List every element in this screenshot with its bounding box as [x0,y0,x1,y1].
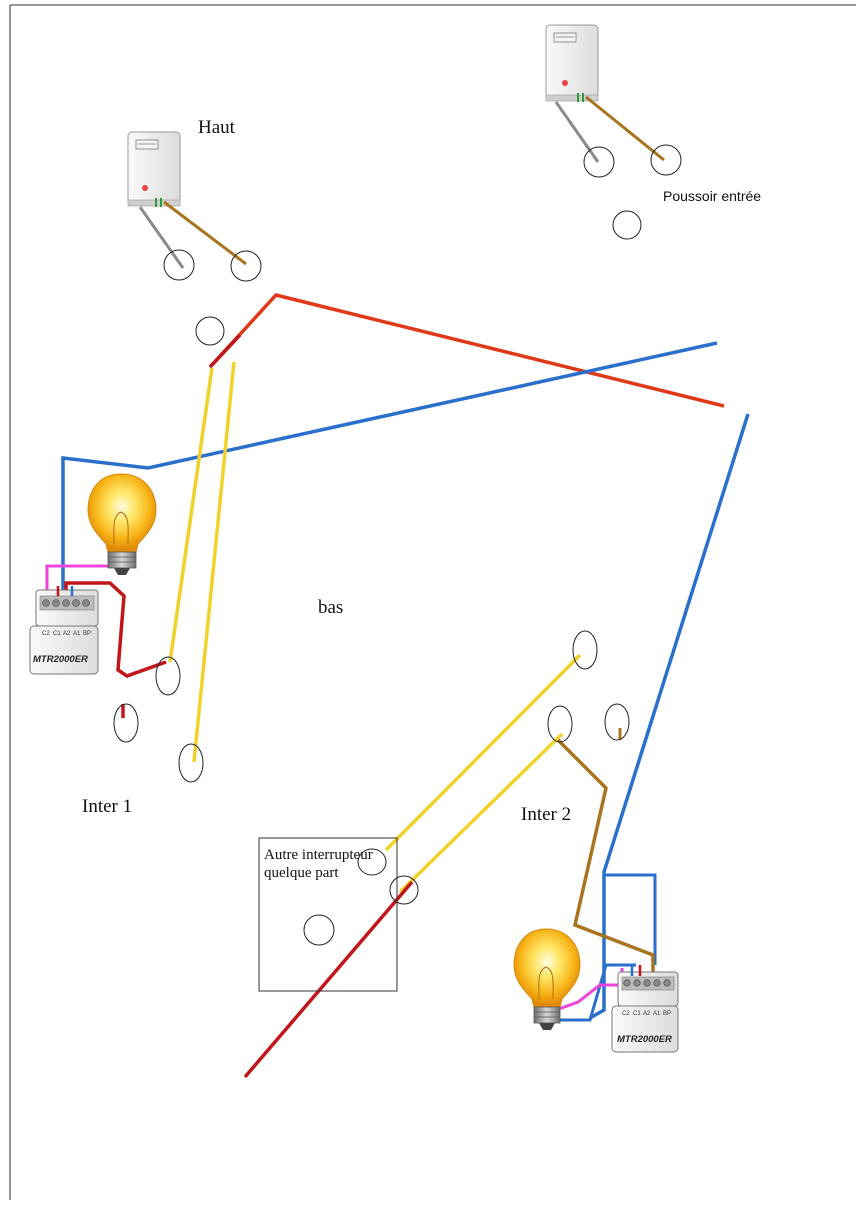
terminal-label: A2 [63,631,71,637]
junction-circle-icon [303,914,335,946]
micro-module-icon: C2 C1 A2 A1 BP MTR2000ER [29,589,99,675]
light-bulb-icon [87,473,157,575]
junction-circle-icon [163,249,195,281]
terminal-label: C1 [53,631,61,637]
junction-circle-icon [178,743,204,783]
wire-yellow-right-1 [384,653,582,852]
label-bas: bas [318,597,344,618]
label-inter-2: Inter 2 [521,804,572,825]
wire-yellow-left-2 [192,361,236,763]
terminal-label: C2 [42,631,50,637]
wire-red-bottom [243,880,414,1079]
wire-grey-haut [138,206,185,269]
light-bulb-icon [513,928,581,1030]
remote-transmitter-icon [545,24,599,102]
micro-module-icon: C2 C1 A2 A1 BP MTR2000ER [611,971,679,1053]
terminal-label: C1 [633,1011,641,1017]
wire-yellow-right-2 [398,732,564,894]
junction-circle-icon [583,146,615,178]
wire-magenta-left [45,564,110,590]
junction-circle-icon [357,848,387,876]
terminal-label: BP [663,1011,671,1017]
junction-circle-icon [650,144,682,176]
wire-grey-poussoir [554,101,600,163]
wire-brown-right [556,738,655,972]
junction-circle-icon [612,210,642,240]
junction-circle-icon [547,705,573,743]
junction-circle-icon [230,250,262,282]
label-autre-interrupteur: Autre interrupteur quelque part [264,846,404,882]
wire-blue-right [589,413,750,1020]
label-inter-1: Inter 1 [82,796,133,817]
wire-red-top [208,293,725,408]
junction-circle-icon [604,703,630,741]
junction-circle-icon [195,316,225,346]
terminal-label: C2 [622,1011,630,1017]
terminal-label: A2 [643,1011,651,1017]
other-switch-box [258,837,398,992]
terminal-label: BP [83,631,91,637]
wire-yellow-left-1 [168,367,214,663]
junction-circle-icon [113,703,139,743]
wire-blue-right-bulb [556,963,636,1022]
junction-circle-icon [572,630,598,670]
remote-transmitter-icon [127,131,181,207]
wire-blue-right-loop [604,873,657,965]
label-autre-line-2: quelque part [264,865,339,881]
terminal-label: A1 [653,1011,661,1017]
wire-blue-top [61,341,718,590]
module-model-label: MTR2000ER [33,654,88,665]
module-model-label: MTR2000ER [617,1034,672,1045]
wire-brown-poussoir [585,95,665,162]
label-haut: Haut [198,117,235,138]
wire-red-left-module [64,581,167,678]
junction-circle-icon [155,656,181,696]
wire-brown-haut [163,200,247,266]
junction-circle-icon [389,875,419,905]
terminal-label: A1 [73,631,81,637]
label-poussoir-entree: Poussoir entrée [663,188,762,204]
wire-red-top-short [208,333,242,369]
label-autre-line-1: Autre interrupteur [264,847,373,863]
